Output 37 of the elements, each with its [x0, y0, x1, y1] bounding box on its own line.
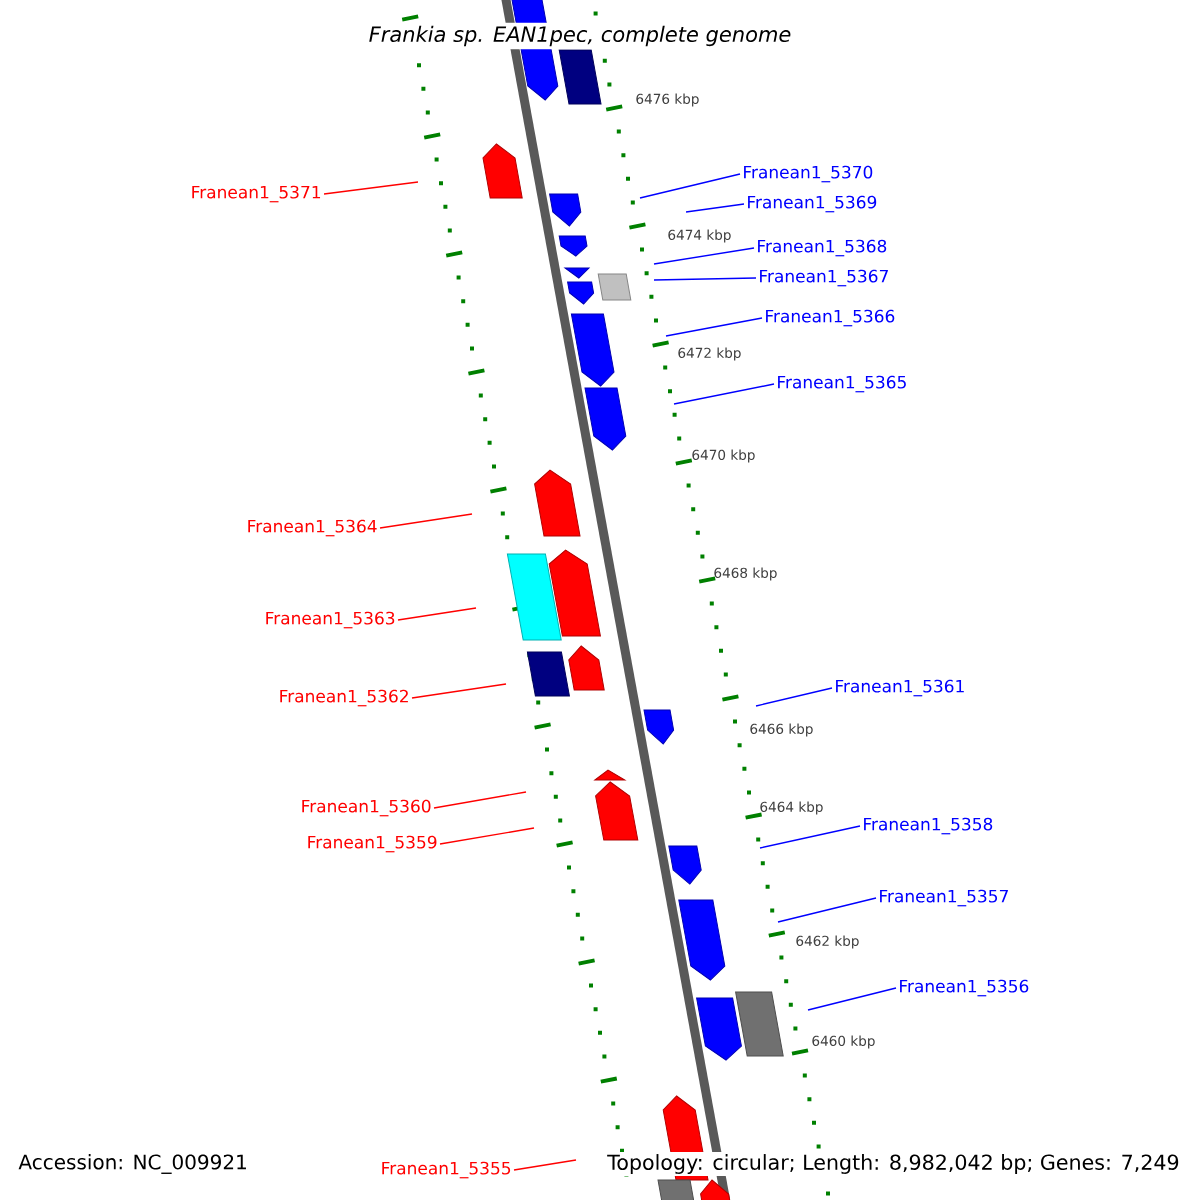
leader-line: [685, 203, 745, 213]
leader-line: [665, 317, 763, 337]
leader-line: [439, 827, 535, 845]
gene-label: Franean1_5357: [880, 889, 1008, 907]
gene-label: Franean1_5365: [778, 375, 906, 393]
gene-label: Franean1_5360: [302, 799, 431, 817]
leader-line: [323, 181, 419, 195]
leader-line: [653, 247, 755, 265]
gene-label: Franean1_5363: [266, 611, 395, 629]
gene-label: Franean1_5356: [900, 979, 1029, 997]
gene-label: Franean1_5355: [382, 1161, 511, 1179]
gene-label: Franean1_5364: [248, 519, 377, 537]
leader-line: [411, 683, 507, 699]
genome-info-text: Topology: circular; Length: 8,982,042 bp; Genes: 7,249: [605, 1152, 1182, 1176]
gene-label: Franean1_5371: [192, 185, 321, 203]
gene-label: Franean1_5366: [766, 309, 895, 327]
accession-text: Accession: NC_009921: [16, 1152, 250, 1176]
gene-label: Franean1_5368: [758, 239, 887, 257]
leader-line: [397, 607, 477, 621]
leader-line: [379, 513, 473, 529]
gene-label: Franean1_5370: [744, 165, 873, 183]
gene-label: Franean1_5369: [748, 195, 877, 213]
leader-line: [755, 687, 833, 707]
leader-line: [777, 897, 877, 923]
leader-line: [653, 277, 757, 281]
leader-line: [673, 383, 775, 405]
gene-label: Franean1_5359: [308, 835, 437, 853]
gene-label: Franean1_5367: [760, 269, 888, 287]
leader-line: [433, 791, 527, 809]
gene-label: Franean1_5362: [280, 689, 408, 707]
gene-label: Franean1_5358: [864, 817, 993, 835]
title: Frankia sp. EAN1pec, complete genome: [365, 22, 795, 50]
leader-line: [807, 987, 897, 1011]
leader-line: [513, 1159, 577, 1171]
leader-line: [759, 825, 861, 849]
leader-line: [639, 173, 741, 199]
gene-label: Franean1_5361: [836, 679, 964, 697]
